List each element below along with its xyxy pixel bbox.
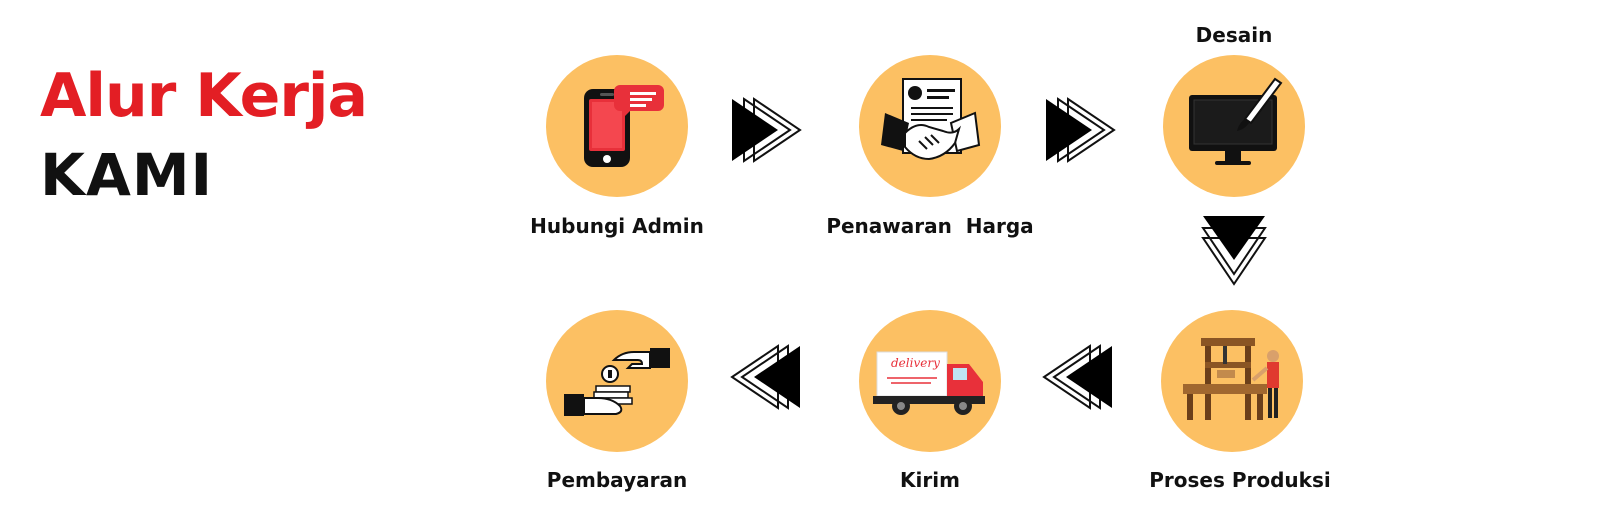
step-label-penawaran-harga: Penawaran Harga bbox=[826, 214, 1034, 238]
delivery-truck-icon bbox=[873, 351, 985, 415]
title-line-1: Alur Kerja bbox=[40, 61, 368, 131]
handshake-contract-icon bbox=[881, 78, 981, 161]
printing-press-icon bbox=[1183, 338, 1279, 420]
step-label-pembayaran: Pembayaran bbox=[546, 468, 688, 492]
phone-chat-icon bbox=[584, 85, 664, 167]
double-chevron-down-icon bbox=[1201, 216, 1267, 286]
step-circle-pembayaran bbox=[546, 310, 688, 452]
double-chevron-right-icon bbox=[1046, 97, 1116, 163]
step-circle-desain bbox=[1163, 55, 1305, 197]
step-circle-proses-produksi bbox=[1161, 310, 1303, 452]
step-label-desain: Desain bbox=[1195, 23, 1273, 47]
step-label-proses-produksi: Proses Produksi bbox=[1149, 468, 1331, 492]
step-circle-kirim: delivery bbox=[859, 310, 1001, 452]
double-chevron-left-icon bbox=[730, 344, 800, 410]
money-hands-icon bbox=[564, 348, 670, 416]
step-label-kirim: Kirim bbox=[900, 468, 960, 492]
step-circle-penawaran-harga bbox=[859, 55, 1001, 197]
title-line-2: KAMI bbox=[40, 141, 214, 209]
step-circle-hubungi-admin bbox=[546, 55, 688, 197]
double-chevron-right-icon bbox=[732, 97, 802, 163]
truck-lettering: delivery bbox=[891, 356, 940, 370]
step-label-hubungi-admin: Hubungi Admin bbox=[530, 214, 704, 238]
monitor-brush-icon bbox=[1189, 77, 1283, 165]
double-chevron-left-icon bbox=[1042, 344, 1112, 410]
